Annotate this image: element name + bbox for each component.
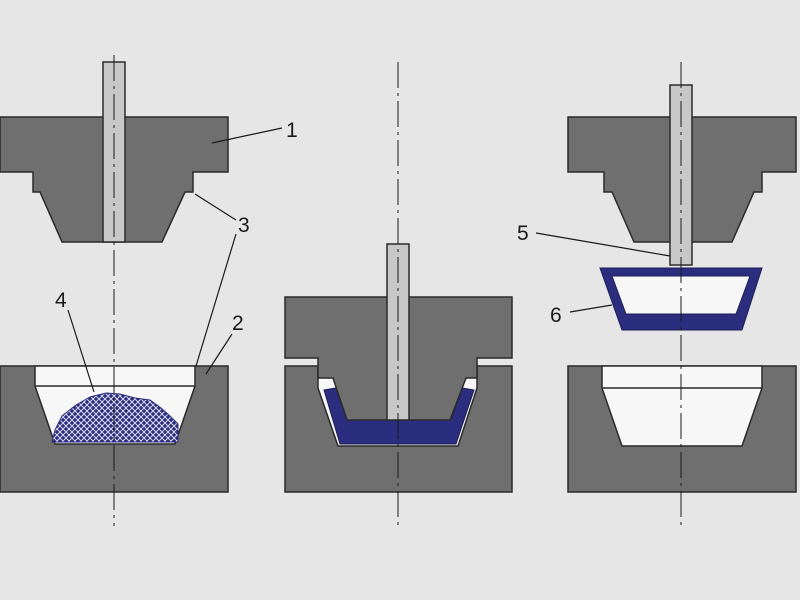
callout-4: 4 xyxy=(55,289,67,312)
leader-6 xyxy=(569,304,613,313)
callout-6: 6 xyxy=(550,304,562,327)
callout-1: 1 xyxy=(286,119,298,142)
leader-lines xyxy=(67,127,671,393)
leader-3b xyxy=(195,233,237,367)
callout-2: 2 xyxy=(232,312,244,335)
ejected-part-inner xyxy=(611,275,751,315)
leader-1 xyxy=(211,127,283,144)
leader-4 xyxy=(67,309,95,393)
molding-compound-charge xyxy=(51,392,179,443)
callout-5: 5 xyxy=(517,222,529,245)
callout-labels: 1 3 2 4 5 6 xyxy=(55,119,562,335)
leader-3a xyxy=(194,193,237,221)
leader-5 xyxy=(535,232,671,257)
leader-2 xyxy=(205,333,233,375)
cavity-stage-3 xyxy=(601,365,763,447)
centerlines xyxy=(113,55,682,526)
callout-3: 3 xyxy=(238,214,250,237)
stage-3-ejection xyxy=(567,84,797,493)
